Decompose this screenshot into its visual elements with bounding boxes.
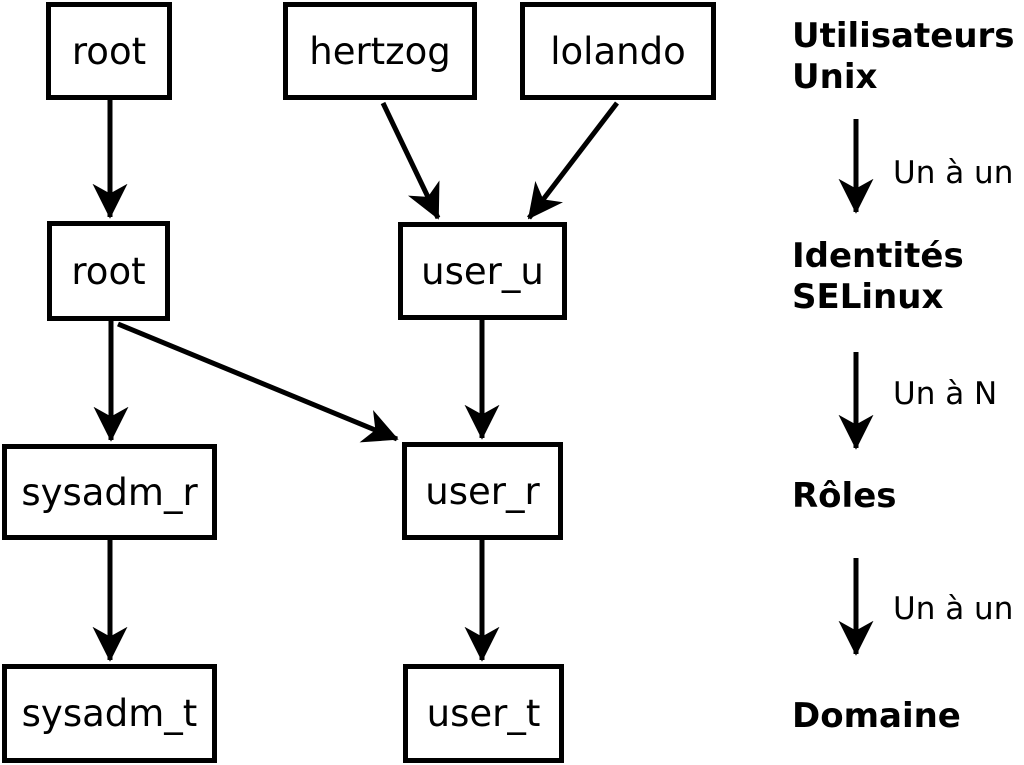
legend-line: SELinux <box>792 277 944 317</box>
node-label: sysadm_t <box>21 692 198 735</box>
node-unix-user-lolando: lolando <box>520 2 716 100</box>
node-selinux-identity-user-u: user_u <box>398 222 567 320</box>
mapping-label-one-to-one-1: Un à un <box>893 155 1014 191</box>
node-domain-user-t: user_t <box>403 664 564 763</box>
node-label: hertzog <box>309 29 451 73</box>
mapping-label-one-to-n: Un à N <box>893 376 998 412</box>
arrow-lolando-to-user-u <box>527 101 619 220</box>
node-label: lolando <box>550 29 686 73</box>
node-label: root <box>71 249 146 293</box>
legend-line: Unix <box>792 57 878 97</box>
node-label: sysadm_r <box>21 470 198 514</box>
node-label: user_t <box>426 692 541 735</box>
node-role-user-r: user_r <box>402 442 563 540</box>
node-role-sysadm-r: sysadm_r <box>2 444 217 540</box>
arrow-selinux-root-to-user-r <box>117 321 399 443</box>
node-label: user_r <box>425 469 540 513</box>
node-label: user_u <box>421 249 544 293</box>
legend-line: Utilisateurs <box>792 16 1015 56</box>
mapping-label-one-to-one-2: Un à un <box>893 591 1014 627</box>
node-domain-sysadm-t: sysadm_t <box>2 664 217 763</box>
node-selinux-identity-root: root <box>47 221 170 321</box>
arrow-hertzog-to-user-u <box>380 101 441 220</box>
node-unix-user-root: root <box>46 2 172 100</box>
node-label: root <box>71 29 147 73</box>
node-unix-user-hertzog: hertzog <box>283 2 477 100</box>
legend-line: Identités <box>792 236 964 276</box>
legend-roles: Rôles <box>792 476 897 516</box>
legend-domain: Domaine <box>792 696 961 736</box>
